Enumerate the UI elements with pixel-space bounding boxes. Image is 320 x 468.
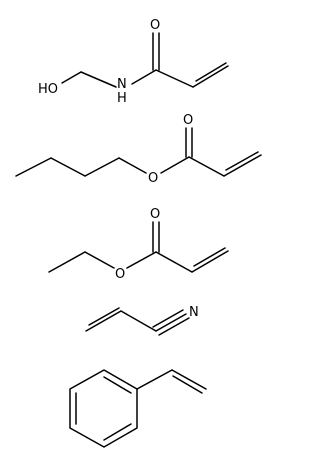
atom-label-nitrogen: N — [189, 305, 199, 320]
bond — [50, 157, 86, 177]
atom-label-ester-oxygen: O — [148, 171, 158, 186]
structure-n-hydroxymethylacrylamide: O N H HO — [38, 18, 229, 106]
bond — [192, 65, 229, 88]
bond — [61, 71, 82, 84]
bond — [120, 310, 157, 332]
atom-label-ester-oxygen: O — [115, 267, 125, 282]
bond — [118, 157, 147, 174]
bond — [195, 62, 227, 82]
bond — [88, 307, 120, 326]
atom-label-hydrogen: H — [117, 91, 127, 106]
structure-diagram: O N H HO O O O — [15, 18, 262, 448]
bond — [80, 71, 117, 88]
bond — [160, 156, 190, 174]
bond — [84, 251, 115, 269]
structure-acrylonitrile: N — [85, 305, 199, 336]
bond — [225, 151, 259, 171]
bond — [85, 310, 122, 332]
bond — [126, 251, 157, 269]
bond — [84, 157, 120, 177]
benzene-ring — [69, 369, 138, 448]
bond — [193, 247, 226, 267]
bond — [155, 69, 194, 88]
bond — [172, 375, 203, 394]
atom-label-carbonyl-oxygen: O — [183, 113, 193, 128]
atom-label-hydroxyl: HO — [38, 82, 58, 97]
bond — [131, 69, 157, 85]
bond — [103, 423, 132, 441]
bond — [155, 251, 193, 273]
bond — [188, 156, 225, 177]
bond — [48, 251, 86, 273]
atom-label-nitrogen: N — [117, 77, 127, 92]
bond — [136, 369, 173, 390]
bond — [171, 369, 207, 390]
structure-butyl-acrylate: O O — [15, 113, 262, 186]
bond — [15, 157, 52, 177]
bond — [155, 313, 187, 332]
structure-ethyl-acrylate: O O — [48, 207, 229, 282]
bond — [103, 376, 132, 394]
atom-label-carbonyl-oxygen: O — [150, 18, 160, 33]
atom-label-carbonyl-oxygen: O — [150, 207, 160, 222]
structure-styrene — [69, 369, 207, 448]
bond — [152, 309, 184, 328]
bond — [191, 250, 229, 273]
bond — [158, 317, 190, 336]
bond — [223, 154, 262, 177]
